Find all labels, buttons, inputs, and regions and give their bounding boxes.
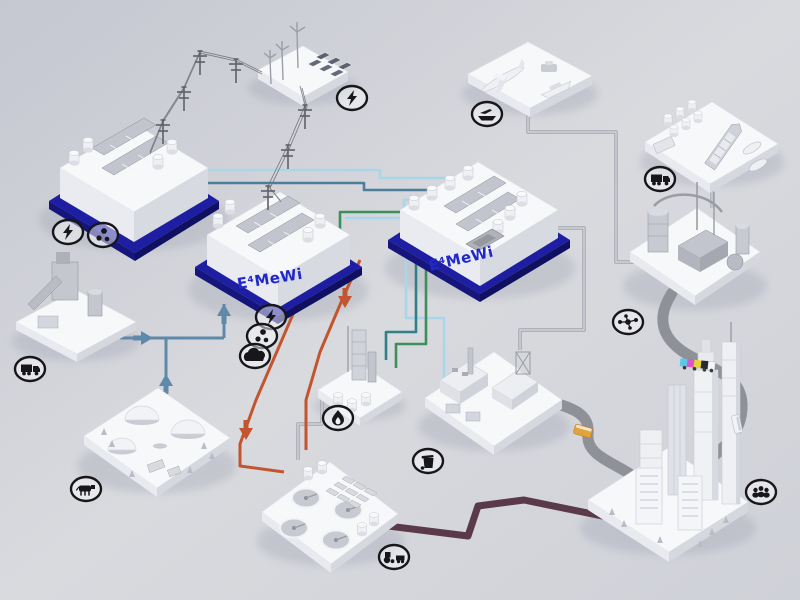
teal-line xyxy=(384,262,418,360)
electrolyzer-modules xyxy=(68,117,178,176)
wind-turbines xyxy=(263,22,306,85)
green-line-2 xyxy=(394,264,428,368)
icon-badges xyxy=(13,84,778,571)
steel-blue-line xyxy=(206,181,442,192)
platform-heavy-industry xyxy=(15,252,137,362)
orange-line-a xyxy=(238,297,302,474)
plane-ship-icon xyxy=(470,100,504,128)
orange-lines xyxy=(238,259,362,474)
solar-panels xyxy=(307,52,353,77)
power-lines xyxy=(149,50,313,211)
platform-mobility xyxy=(467,41,593,117)
molecules-icon xyxy=(86,221,120,249)
yellow-bus xyxy=(573,423,593,439)
flame-icon xyxy=(321,404,355,432)
gray-pipes xyxy=(296,106,714,460)
reactor-modules xyxy=(443,175,528,252)
platform-renewables xyxy=(257,22,353,106)
maroon-pipe-city-to-wastewater xyxy=(368,496,616,540)
tractor-trailer-icon xyxy=(377,543,411,571)
yacht xyxy=(540,80,571,99)
truck-icon xyxy=(643,165,677,193)
platform-methanol-right: E⁴MeWi xyxy=(388,161,570,302)
chemical-plant-structures xyxy=(647,182,750,272)
lightning-icon xyxy=(335,84,369,112)
truss-tower xyxy=(515,351,531,375)
orange-line-b xyxy=(304,259,362,450)
platform-biogas xyxy=(83,387,231,497)
cow-icon xyxy=(69,475,103,503)
platform-factory xyxy=(424,347,563,455)
waste-bin-icon xyxy=(411,447,445,475)
people-icon xyxy=(744,478,778,506)
cmyk-container-truck xyxy=(679,358,716,373)
apartment-blocks xyxy=(635,467,703,531)
container-ship xyxy=(704,123,742,171)
platform-chemical-industry xyxy=(629,182,761,305)
white-bus xyxy=(731,414,743,434)
tanker-trucks xyxy=(742,141,768,172)
cyan-line-1 xyxy=(206,168,462,180)
digester-domes xyxy=(107,405,206,478)
blast-furnace xyxy=(27,252,103,329)
platform-methanol-center: E⁴MeWi xyxy=(195,191,362,324)
synthesis-modules xyxy=(212,195,326,253)
platform-logistics xyxy=(644,99,779,193)
factory-halls xyxy=(439,347,539,422)
lightning-icon xyxy=(51,218,85,246)
platform-wastewater xyxy=(261,460,399,573)
airplane xyxy=(481,59,525,94)
truck-icon xyxy=(13,355,47,383)
tank-containers xyxy=(652,99,703,154)
car xyxy=(541,61,557,72)
cloud-icon xyxy=(238,342,272,370)
treatment-basins xyxy=(325,475,378,509)
process-tower xyxy=(333,326,377,413)
molecule-network-icon xyxy=(611,308,645,336)
